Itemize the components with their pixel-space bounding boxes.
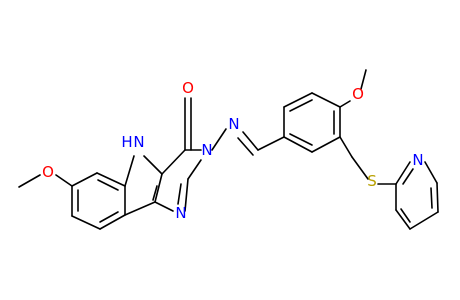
bond-pyr-2: [424, 161, 438, 184]
nh-label: H N: [121, 133, 144, 151]
bond-o-right-methyl: [360, 69, 367, 90]
bond-c9b-c9a: [124, 201, 156, 216]
bond-benz-4: [99, 214, 126, 230]
bond-ar-o-right: [339, 100, 351, 108]
bond-ar-2-inner: [289, 99, 313, 112]
atom-nh-h: H: [121, 133, 132, 151]
bond-c4a-c9b-inner: [152, 185, 158, 201]
bond-ar-3: [311, 92, 341, 108]
atom-n1: N: [175, 204, 186, 222]
bond-n-imine-ch: [242, 131, 259, 151]
bond-pyr-3: [436, 182, 439, 213]
bond-n-imine-ch-double: [237, 137, 254, 156]
bond-nh-c4a: [143, 155, 163, 175]
bond-ar-2: [283, 92, 313, 108]
atom-n-pyridine: N: [412, 151, 423, 169]
bond-c2-n1-inner: [177, 183, 182, 205]
bond-methyl-o-left: [18, 174, 41, 188]
bond-c7a-nh: [124, 155, 135, 187]
bonds: [18, 69, 439, 230]
bond-c2-n1: [184, 178, 189, 212]
bond-n3-c2: [187, 159, 202, 180]
bond-benz-1: [71, 172, 98, 187]
bond-o-left-ring: [55, 174, 73, 187]
bond-benz-2: [96, 172, 126, 187]
bond-pyr-4: [409, 211, 439, 230]
bond-pyr-1-inner: [402, 168, 414, 185]
bond-pyr-5-inner: [400, 208, 411, 223]
atom-nh-n: N: [133, 133, 144, 151]
bond-pyr-3-inner: [430, 187, 433, 209]
atom-n-imine: N: [228, 115, 239, 133]
atom-o-carbonyl: O: [182, 79, 194, 97]
bond-n3-n-imine: [211, 128, 227, 151]
bond-c4a-c9b: [154, 173, 163, 203]
bond-ar-6: [283, 136, 313, 153]
bond-benz-2-inner: [97, 179, 119, 191]
bond-n1-c9b: [154, 201, 174, 212]
bond-ar-5: [311, 136, 341, 153]
atom-labels: O H N O N N N O S N: [42, 79, 424, 222]
bond-ch-aryl: [257, 136, 285, 151]
bond-pyr-5: [395, 209, 411, 230]
bond-pyr-1: [395, 161, 411, 185]
bond-ar-ch2: [339, 136, 353, 158]
atom-s: S: [367, 172, 377, 190]
bond-benz-5: [71, 215, 101, 230]
bond-benz-4-inner: [99, 211, 119, 223]
atom-o-right: O: [352, 85, 364, 103]
bond-ch2-s: [351, 156, 369, 180]
bond-ar-6-inner: [289, 133, 313, 146]
atom-n3: N: [201, 141, 212, 159]
atom-o-left: O: [42, 163, 54, 181]
bond-c4a-c4: [161, 149, 186, 175]
